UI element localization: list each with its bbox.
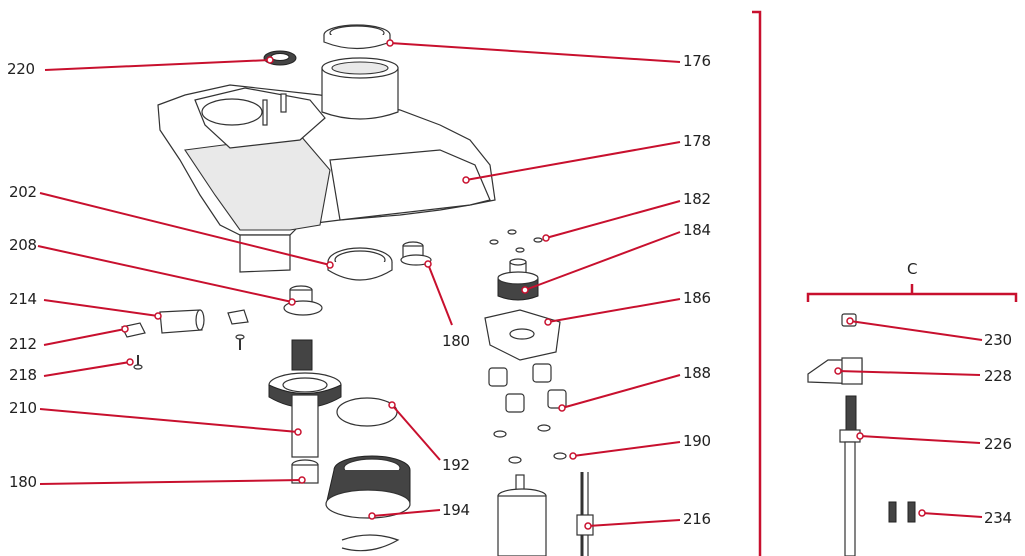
callout-228: 228 (984, 367, 1012, 385)
callout-202: 202 (9, 183, 37, 201)
callout-210: 210 (9, 399, 37, 417)
bushing-part-180-lower (291, 459, 319, 484)
callout-180-upper: 180 (442, 332, 470, 350)
callout-180-lower: 180 (9, 473, 37, 491)
leader-endpoints (121, 39, 926, 530)
callout-194: 194 (442, 501, 470, 519)
ring-part-192 (336, 397, 398, 427)
callout-176: 176 (683, 52, 711, 70)
rod-part-226 (839, 395, 861, 556)
callout-220: 220 (7, 60, 35, 78)
wire-part-216 (576, 472, 594, 556)
sleeve-part-214 (159, 309, 249, 350)
callout-234: 234 (984, 509, 1012, 527)
screws-part-182 (489, 229, 543, 253)
callout-230: 230 (984, 331, 1012, 349)
washers-part-190 (493, 424, 567, 464)
callout-214: 214 (9, 290, 37, 308)
callout-188: 188 (683, 364, 711, 382)
callout-212: 212 (9, 335, 37, 353)
double-gear-part-194 (325, 455, 411, 519)
housing-part-178 (157, 57, 496, 273)
clip-ring-part (341, 534, 400, 552)
leader-lines (37, 42, 983, 527)
screws-part-234 (888, 501, 916, 523)
callout-178: 178 (683, 132, 711, 150)
section-divider (752, 10, 762, 556)
ring-part-176 (323, 24, 391, 50)
callout-182: 182 (683, 190, 711, 208)
mounts-part-188 (488, 363, 567, 413)
bushing-part-180-upper (400, 241, 432, 266)
callout-216: 216 (683, 510, 711, 528)
callout-186: 186 (683, 289, 711, 307)
callout-192: 192 (442, 456, 470, 474)
ring-part-202 (327, 247, 393, 281)
callout-184: 184 (683, 221, 711, 239)
group-label-c: C (907, 260, 918, 278)
screw-part-218 (133, 355, 143, 370)
callout-218: 218 (9, 366, 37, 384)
group-c-bracket (806, 284, 1018, 302)
motor-part (497, 474, 547, 556)
gear-shaft-part-210 (268, 339, 342, 458)
callout-226: 226 (984, 435, 1012, 453)
callout-190: 190 (683, 432, 711, 450)
callout-208: 208 (9, 236, 37, 254)
gear-part-184 (497, 258, 539, 301)
